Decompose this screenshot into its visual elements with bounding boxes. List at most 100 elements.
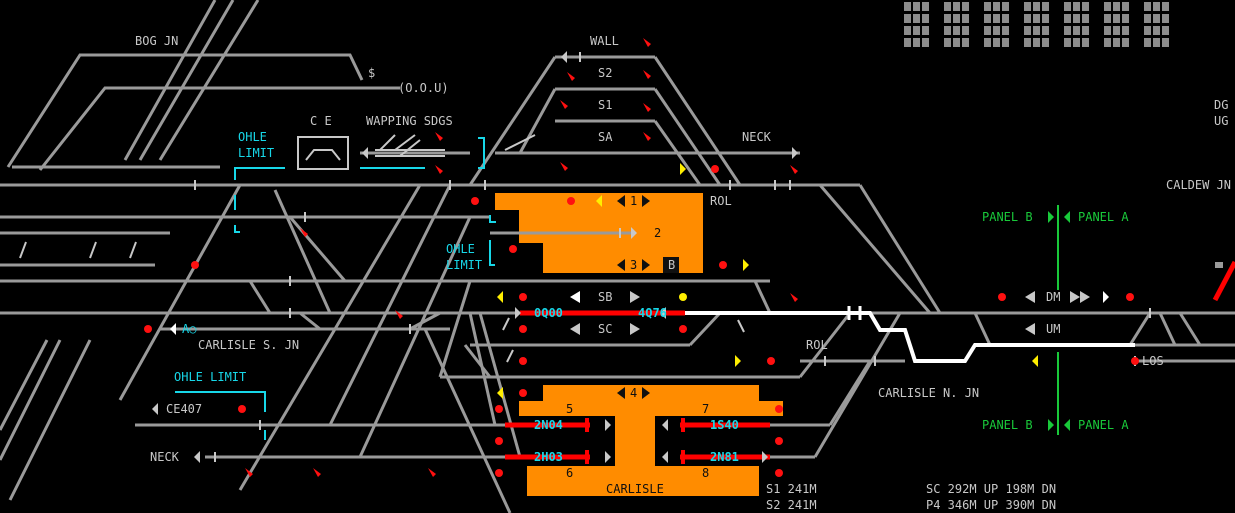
label-neck-bottom: NECK <box>150 450 179 464</box>
grid-cell <box>1113 26 1120 35</box>
direction-arrows <box>152 51 1109 463</box>
label-panel-a-top: PANEL A <box>1078 210 1129 224</box>
label-los: LOS <box>1142 354 1164 368</box>
grid-cell <box>1033 26 1040 35</box>
berth-sb-right[interactable]: 4Q76 <box>638 306 667 320</box>
grid-cell <box>944 14 951 23</box>
label-panel-a-bottom: PANEL A <box>1078 418 1129 432</box>
label-stat-s1: S1 241M <box>766 482 817 496</box>
grid-cell <box>1042 26 1049 35</box>
grid-cell <box>1033 14 1040 23</box>
grid-cell <box>1122 26 1129 35</box>
berth-platform-5[interactable]: 2N04 <box>534 418 563 432</box>
grid-cell <box>944 38 951 47</box>
grid-cell <box>1104 38 1111 47</box>
platform-number-3: 3 <box>630 258 638 272</box>
wapping-sidings <box>375 134 536 157</box>
grid-cell <box>1024 14 1031 23</box>
grid-cell <box>1042 2 1049 11</box>
platform-number-8: 8 <box>702 466 710 480</box>
label-carlisle: CARLISLE <box>606 482 664 496</box>
grid-cell <box>904 38 911 47</box>
grid-cell <box>1082 2 1089 11</box>
platform-number-7: 7 <box>702 402 710 416</box>
grid-cell <box>1064 38 1071 47</box>
label-s1: S1 <box>598 98 613 112</box>
berth-platform-8[interactable]: 2N81 <box>710 450 739 464</box>
grid-cell <box>1073 14 1080 23</box>
berth-platform-6[interactable]: 2H03 <box>534 450 563 464</box>
grid-cell <box>944 26 951 35</box>
grid-cell <box>1162 2 1169 11</box>
grid-cell <box>953 26 960 35</box>
label-sc: SC <box>598 322 613 336</box>
grid-cell <box>984 26 991 35</box>
ce-box <box>297 136 349 170</box>
ohle-boundaries <box>175 137 496 440</box>
grid-cell <box>962 26 969 35</box>
buffer-stops <box>585 262 1223 464</box>
grid-cell <box>1122 2 1129 11</box>
label-dg: DG <box>1214 98 1229 112</box>
label-caldew-jn: CALDEW JN <box>1166 178 1232 192</box>
platform-4-top-block <box>543 385 759 401</box>
siding-stubs <box>19 241 745 363</box>
platform-number-arrows <box>617 195 650 399</box>
grid-cell <box>1073 2 1080 11</box>
status-indicator-grid <box>904 2 1169 47</box>
label-stat-p4: P4 346M UP 390M DN <box>926 498 1057 512</box>
berth-sb-left[interactable]: 0Q00 <box>534 306 563 320</box>
grid-cell <box>1064 2 1071 11</box>
label-dm: DM <box>1046 290 1061 304</box>
grid-cell <box>962 14 969 23</box>
label-a-marker: A○ <box>182 322 197 336</box>
grid-cell <box>1104 14 1111 23</box>
platform-5-7-block <box>519 401 783 416</box>
label-bog-jn: BOG JN <box>135 34 179 48</box>
grid-cell <box>913 38 920 47</box>
label-sb: SB <box>598 290 613 304</box>
label-carlisle-s-jn: CARLISLE S. JN <box>198 338 300 352</box>
platform-number-4: 4 <box>630 386 638 400</box>
grid-cell <box>1002 2 1009 11</box>
grid-cell <box>984 2 991 11</box>
grid-cell <box>913 14 920 23</box>
grid-cell <box>993 38 1000 47</box>
platform-number-2: 2 <box>654 226 662 240</box>
grid-cell <box>1024 38 1031 47</box>
grid-cell <box>1064 14 1071 23</box>
label-panel-b-bottom: PANEL B <box>982 418 1033 432</box>
grid-cell <box>1073 38 1080 47</box>
grid-cell <box>922 26 929 35</box>
grid-cell <box>904 2 911 11</box>
grid-cell <box>984 14 991 23</box>
grid-cell <box>1042 14 1049 23</box>
label-ce407: CE407 <box>166 402 203 416</box>
grid-cell <box>1024 2 1031 11</box>
grid-cell <box>904 26 911 35</box>
grid-cell <box>922 38 929 47</box>
grid-cell <box>962 2 969 11</box>
label-carlisle-n-jn: CARLISLE N. JN <box>878 386 980 400</box>
signals-yellow <box>679 293 687 301</box>
route-set-white <box>685 306 1135 363</box>
grid-cell <box>1162 14 1169 23</box>
platform-number-1: 1 <box>630 194 638 208</box>
platform-number-5: 5 <box>566 402 574 416</box>
track-joints <box>194 52 1151 462</box>
grid-cell <box>1082 14 1089 23</box>
grid-cell <box>1082 38 1089 47</box>
grid-cell <box>922 14 929 23</box>
grid-cell <box>1162 26 1169 35</box>
label-s2: S2 <box>598 66 613 80</box>
grid-cell <box>953 2 960 11</box>
grid-cell <box>922 2 929 11</box>
berth-platform-7[interactable]: 1S40 <box>710 418 739 432</box>
grid-cell <box>1042 38 1049 47</box>
label-neck-top: NECK <box>742 130 771 144</box>
label-ohle-limit-1a: OHLE <box>238 130 267 144</box>
grid-cell <box>1144 14 1151 23</box>
grid-cell <box>1002 14 1009 23</box>
grid-cell <box>962 38 969 47</box>
label-ce: C E <box>310 114 332 128</box>
